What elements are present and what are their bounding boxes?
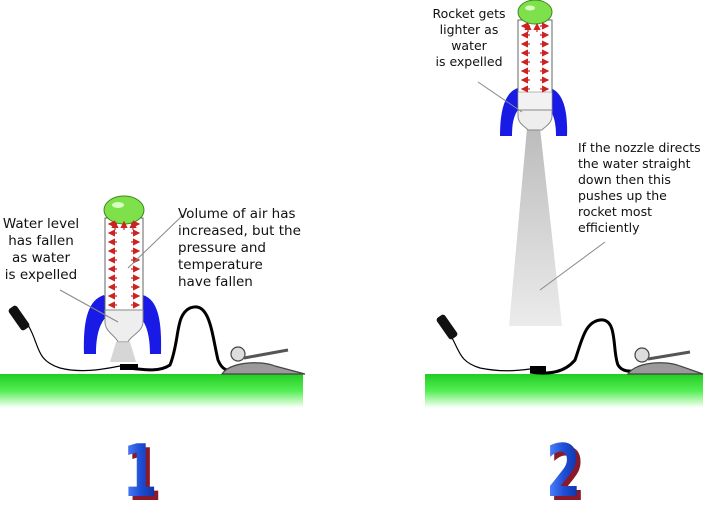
trigger-cord-1: [27, 324, 121, 372]
foot-pump-2: [626, 347, 704, 375]
air-volume-label: Volume of air has increased, but the pre…: [178, 206, 301, 290]
foot-pump-1: [220, 346, 306, 375]
panel-number-2: 2 2: [546, 429, 585, 510]
trigger-cord-2: [451, 337, 531, 372]
trigger-handle-2: [436, 314, 458, 340]
water-jet-2: [509, 128, 562, 326]
rocket-nose-1: [103, 195, 145, 225]
panel-number-2-text: 2: [546, 429, 581, 510]
pressure-arrows-1: [107, 220, 141, 309]
panel-number-1-text: 1: [122, 429, 157, 510]
leader-lighter-2: [477, 81, 523, 113]
leader-water-1: [59, 289, 119, 323]
trigger-handle-1: [8, 305, 30, 331]
pressure-arrows-2: [520, 22, 550, 93]
panel-1: [0, 195, 306, 408]
ground-1: [0, 374, 303, 408]
launch-clamp-1: [120, 364, 138, 370]
panel-2: [425, 0, 704, 408]
ground-2: [425, 374, 703, 408]
rocket-1: [83, 195, 162, 362]
rocket-nose-2: [517, 0, 553, 25]
water-level-2: [517, 91, 553, 111]
rocket-bottom-1: [104, 309, 144, 343]
nozzle-label: If the nozzle directs the water straight…: [578, 140, 701, 235]
launch-clamp-2: [530, 366, 546, 372]
water-level-label: Water level has fallen as water is expel…: [2, 216, 80, 283]
panel-number-1: 1 1: [122, 429, 161, 510]
svg-text:1: 1: [127, 433, 162, 510]
air-hose-1: [127, 305, 237, 373]
lighter-label: Rocket gets lighter as water is expelled: [432, 6, 506, 69]
leader-nozzle-2: [539, 241, 606, 291]
svg-text:2: 2: [550, 433, 585, 510]
rocket-2: [500, 0, 568, 136]
leader-air-1: [127, 214, 184, 269]
rocket-bottom-2: [517, 109, 553, 131]
water-jet-1: [110, 342, 136, 362]
air-hose-2: [529, 318, 641, 375]
